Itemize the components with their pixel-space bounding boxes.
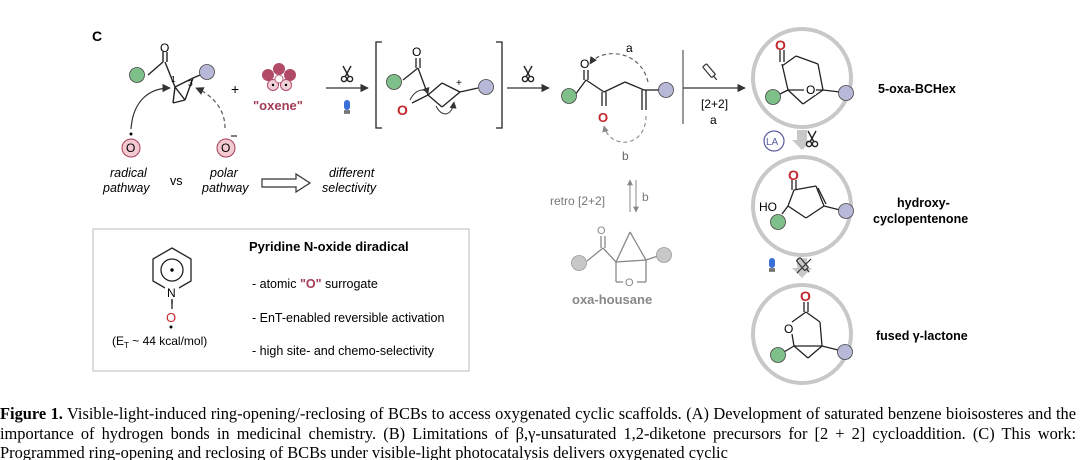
bchex-structure bbox=[777, 50, 841, 105]
cyclopentenone-structure bbox=[781, 180, 841, 219]
lactone-structure bbox=[783, 302, 839, 359]
path-b-arrow bbox=[602, 115, 647, 143]
polar-label-2: pathway bbox=[201, 181, 249, 195]
path-b-label: b bbox=[622, 149, 629, 163]
radical-label-2: pathway bbox=[102, 181, 150, 195]
cyclopentenone-green-substituent bbox=[770, 214, 786, 230]
cycloaddition-label: [2+2] bbox=[701, 97, 728, 111]
carbonyl-oxygen: O bbox=[160, 41, 169, 55]
diketone-blue-substituent bbox=[658, 82, 674, 98]
polar-label-1: polar bbox=[209, 166, 239, 180]
housane-gray-substituent-1 bbox=[571, 255, 587, 271]
lactone-blue-substituent bbox=[837, 344, 853, 360]
light-bulb-icon-2 bbox=[768, 257, 776, 273]
polar-oxygen-species: O bbox=[216, 135, 237, 158]
path-a-label: a bbox=[626, 41, 633, 55]
diketone-oxygen-bottom: O bbox=[598, 110, 608, 125]
vs-label: vs bbox=[170, 174, 183, 188]
electron-push-arrow-2 bbox=[435, 101, 457, 115]
bchex-ring-oxygen: O bbox=[806, 83, 815, 97]
photocatalyst-blocked-icon bbox=[796, 257, 812, 274]
radical-label-1: radical bbox=[110, 166, 148, 180]
product-label-cyclopentenone: cyclopentenone bbox=[873, 212, 968, 226]
radical-oxygen-species: O bbox=[121, 132, 141, 158]
svg-text:LA: LA bbox=[766, 137, 779, 148]
retro-path-label: b bbox=[642, 190, 649, 204]
svg-text:O: O bbox=[221, 141, 230, 155]
info-box bbox=[92, 228, 470, 372]
radical-dot-icon bbox=[170, 268, 174, 272]
housane-gray-substituent-2 bbox=[656, 247, 672, 263]
retro-label: retro [2+2] bbox=[550, 194, 605, 208]
light-bulb-icon bbox=[343, 99, 351, 115]
svg-text:O: O bbox=[126, 141, 135, 155]
energy-label: (ET ~ 44 kcal/mol) bbox=[112, 334, 207, 350]
product-label-lactone: fused γ-lactone bbox=[876, 329, 968, 343]
intermediate-green-substituent bbox=[386, 74, 402, 90]
diketone-oxygen-top: O bbox=[580, 57, 589, 71]
info-box-title: Pyridine N-oxide diradical bbox=[249, 239, 409, 254]
scissors-icon-2 bbox=[521, 65, 535, 83]
oxa-housane-structure bbox=[586, 231, 659, 283]
intermediate-blue-substituent bbox=[478, 79, 494, 95]
scheme-figure: C O 1 3 O O radical pathway vs polar pat… bbox=[92, 27, 968, 385]
photocatalyst-icon bbox=[702, 63, 718, 81]
oxygen-radical-dot bbox=[169, 325, 173, 329]
cycloaddition-path-label: a bbox=[710, 113, 717, 127]
panel-label: C bbox=[92, 28, 102, 44]
diketone-green-substituent bbox=[561, 88, 577, 104]
product-label-hydroxy: hydroxy- bbox=[897, 196, 950, 210]
product-circle-bchex bbox=[751, 27, 853, 129]
nitrogen-atom: N bbox=[167, 286, 176, 300]
bullet-atomic-o: - atomic "O" surrogate bbox=[252, 277, 378, 291]
locant-3: 3 bbox=[188, 78, 193, 88]
bchex-carbonyl-oxygen: O bbox=[775, 37, 786, 53]
intermediate-carbonyl-oxygen: O bbox=[412, 45, 421, 59]
lactone-carbonyl-oxygen: O bbox=[800, 288, 811, 304]
cyclopentenone-oxygen: O bbox=[788, 167, 799, 183]
bullet-selectivity: - high site- and chemo-selectivity bbox=[252, 344, 435, 358]
diradical-intermediate bbox=[375, 41, 503, 129]
oxa-housane-label: oxa-housane bbox=[572, 292, 652, 307]
radical-attack-arrow bbox=[130, 83, 171, 130]
cation-sign: + bbox=[456, 78, 462, 89]
blue-substituent bbox=[199, 64, 215, 80]
oxene-icon bbox=[262, 63, 296, 91]
selectivity-label: selectivity bbox=[322, 181, 377, 195]
lewis-acid-icon: LA bbox=[763, 130, 785, 152]
bullet-ent: - EnT-enabled reversible activation bbox=[252, 311, 445, 325]
electron-push-arrow-1 bbox=[409, 86, 430, 101]
hydroxy-group: HO bbox=[759, 200, 777, 214]
lactone-green-substituent bbox=[770, 347, 786, 363]
caption-label: Figure 1. bbox=[0, 404, 63, 423]
product-label-bchex: 5-oxa-BCHex bbox=[878, 82, 956, 96]
oxene-label: "oxene" bbox=[253, 98, 303, 113]
caption-text: Visible-light-induced ring-opening/-recl… bbox=[0, 404, 1076, 460]
locant-1: 1 bbox=[171, 74, 176, 84]
bchex-green-substituent bbox=[765, 89, 781, 105]
different-label: different bbox=[329, 166, 375, 180]
housane-carbonyl-oxygen: O bbox=[597, 225, 606, 237]
scissors-icon bbox=[340, 65, 354, 83]
bchex-blue-substituent bbox=[838, 85, 854, 101]
figure-caption: Figure 1. Visible-light-induced ring-ope… bbox=[0, 404, 1076, 460]
implication-arrow bbox=[261, 172, 312, 194]
intermediate-oxygen: O bbox=[397, 102, 408, 118]
green-substituent bbox=[129, 67, 145, 83]
bcb-structure bbox=[147, 52, 206, 104]
cyclopentenone-blue-substituent bbox=[838, 203, 854, 219]
scissors-icon-3 bbox=[805, 130, 819, 148]
n-oxide-oxygen: O bbox=[166, 310, 176, 325]
path-a-arrow bbox=[589, 53, 649, 83]
lactone-ring-oxygen: O bbox=[784, 322, 793, 336]
polar-attack-arrow bbox=[195, 87, 226, 129]
diketone-structure bbox=[574, 70, 660, 110]
plus-sign: + bbox=[231, 81, 239, 97]
housane-ring-oxygen: O bbox=[625, 277, 634, 289]
